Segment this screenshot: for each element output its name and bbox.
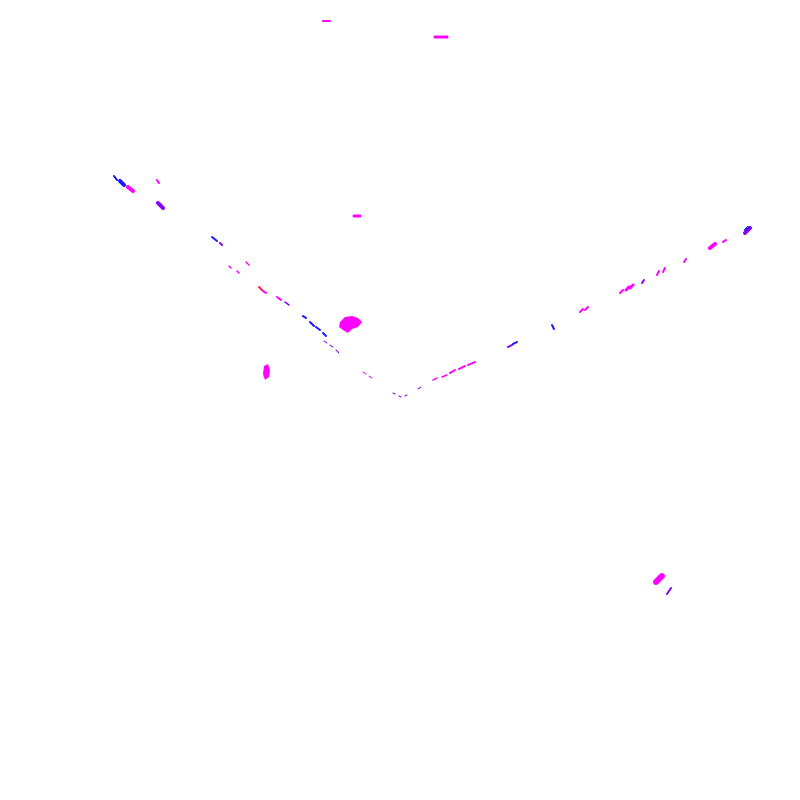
- point-fragment-26: [392, 392, 396, 395]
- point-fragment-14: [262, 290, 267, 294]
- point-fragment-39: [584, 306, 589, 311]
- point-fragment-52: [666, 587, 672, 595]
- point-fragment-30: [432, 377, 438, 381]
- point-fragment-10: [228, 265, 232, 269]
- point-fragment-38: [579, 308, 584, 313]
- point-fragment-36: [512, 341, 518, 345]
- point-fragment-4: [126, 185, 135, 193]
- point-fragment-23: [335, 349, 340, 354]
- point-fragment-17: [302, 315, 307, 319]
- point-fragments: [113, 20, 752, 595]
- point-fragment-49: [743, 226, 752, 235]
- point-fragment-40: [619, 289, 624, 294]
- point-fragment-5: [156, 179, 160, 184]
- point-fragment-37: [551, 324, 555, 330]
- point-fragment-31: [441, 374, 448, 378]
- point-fragment-32: [449, 369, 456, 374]
- point-fragment-24: [362, 371, 367, 375]
- point-fragment-8: [211, 236, 218, 242]
- point-cluster-center: [339, 316, 362, 333]
- point-fragment-41: [624, 285, 631, 292]
- point-cluster-left: [263, 364, 270, 380]
- point-fragment-16: [284, 301, 290, 306]
- point-fragment-51: [653, 573, 665, 585]
- point-fragment-25: [368, 375, 373, 379]
- point-fragment-46: [683, 258, 687, 263]
- point-fragment-28: [404, 394, 408, 397]
- point-fragment-2: [113, 175, 118, 181]
- point-fragment-6: [156, 201, 165, 210]
- point-fragment-11: [236, 270, 240, 274]
- point-fragment-13: [258, 286, 263, 291]
- point-fragment-22: [329, 344, 334, 348]
- point-fragment-47: [708, 242, 717, 250]
- point-fragment-21: [323, 340, 328, 344]
- point-fragment-12: [245, 261, 250, 266]
- point-fragment-3: [118, 179, 126, 187]
- point-fragment-34: [467, 361, 476, 366]
- point-fragment-35: [507, 344, 513, 348]
- point-fragment-18: [309, 321, 315, 327]
- point-fragment-48: [722, 239, 727, 243]
- point-fragment-29: [417, 386, 422, 390]
- point-fragment-50: [744, 226, 749, 231]
- point-fragment-43: [641, 279, 645, 284]
- point-fragment-45: [662, 267, 666, 273]
- point-fragment-9: [219, 242, 223, 246]
- point-fragment-15: [276, 296, 282, 301]
- point-fragment-19: [315, 326, 321, 331]
- point-fragment-42: [628, 283, 635, 290]
- point-fragment-27: [398, 395, 402, 398]
- point-fragment-20: [322, 332, 327, 337]
- point-fragment-33: [458, 365, 466, 370]
- point-fragment-44: [656, 270, 660, 276]
